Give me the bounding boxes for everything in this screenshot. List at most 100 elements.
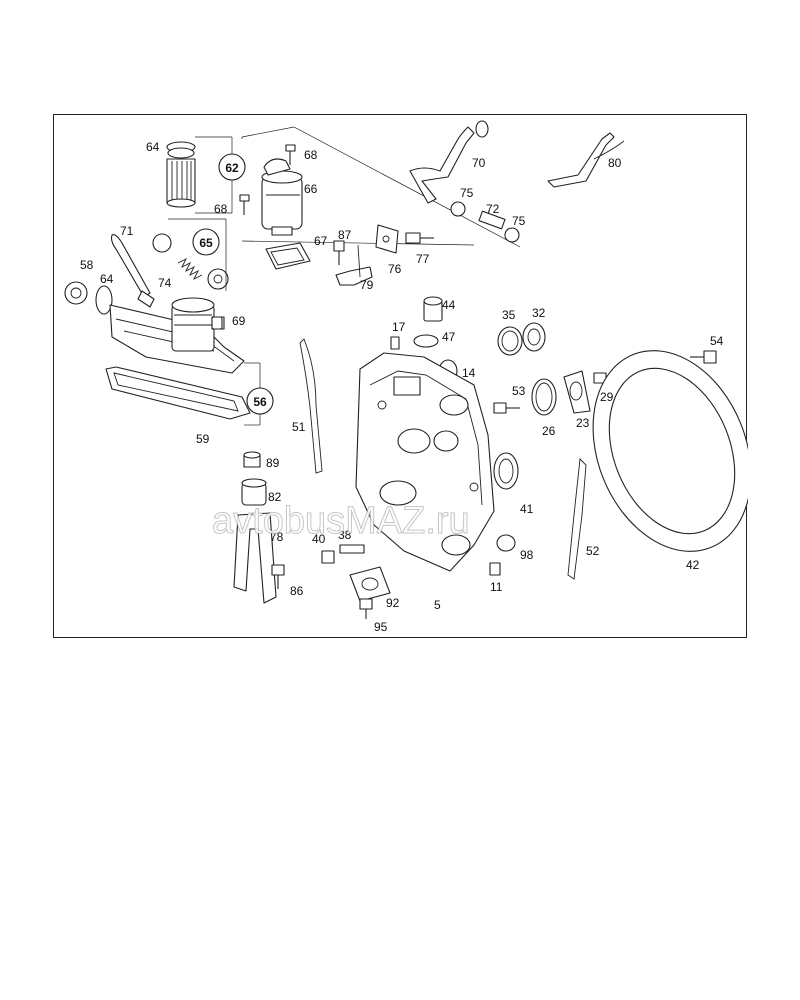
callout-72: 72 [486, 202, 500, 216]
callout-62: 62 [225, 161, 239, 175]
clamp-76-part [375, 224, 399, 254]
cap-98-part [496, 534, 516, 552]
nut-89-part [243, 451, 261, 468]
bolt-95-part [359, 598, 373, 619]
housing-59-part [109, 290, 245, 374]
hose-71-part [110, 234, 151, 298]
callout-32: 32 [532, 306, 546, 320]
seal-32-part [522, 322, 546, 352]
seal-47-part [413, 334, 439, 348]
gasket-67-part [265, 242, 311, 270]
callout-26: 26 [542, 424, 556, 438]
callout-75b: 75 [512, 214, 526, 228]
bracket-78-part [233, 512, 277, 604]
bolt-87-part [333, 240, 345, 265]
bolt-77-part [405, 232, 434, 244]
flywheel-housing-42-part [592, 350, 748, 552]
callout-64b: 64 [100, 272, 114, 286]
ring-26-part [531, 378, 557, 416]
bolt-68-left [239, 194, 250, 215]
callout-75a: 75 [460, 186, 474, 200]
bolt-68-top [285, 144, 296, 165]
spring-65-part [152, 233, 229, 290]
cover-23-part [563, 370, 591, 414]
housing-5-part [355, 352, 495, 572]
seal-41-part [493, 452, 519, 490]
stud-17-part [390, 336, 400, 350]
filter-housing-66-part [261, 158, 303, 236]
bracket-56-group [244, 362, 274, 426]
callout-44: 44 [442, 298, 456, 312]
seal-ring-64b [95, 285, 113, 315]
callout-95: 95 [374, 620, 388, 634]
callout-54: 54 [710, 334, 724, 348]
bolt-53-part [493, 402, 520, 414]
callout-69: 69 [232, 314, 246, 328]
callout-29: 29 [600, 390, 614, 404]
nut-40-part [321, 550, 335, 564]
union-75b-part [504, 227, 520, 243]
callout-58: 58 [80, 258, 94, 272]
callout-92: 92 [386, 596, 400, 610]
watermark-text: avtobusMAZ.ru [212, 500, 470, 542]
callout-67: 67 [314, 234, 328, 248]
filter-element-part [166, 141, 196, 208]
callout-23: 23 [576, 416, 590, 430]
callout-89: 89 [266, 456, 280, 470]
union-75a-part [450, 201, 466, 217]
bolt-86-part [271, 564, 285, 589]
gasket-59-part [105, 366, 251, 420]
bracket-80-part [547, 132, 625, 188]
callout-66: 66 [304, 182, 318, 196]
diagram-frame: 64 62 68 66 68 65 71 64 58 74 69 56 59 6… [53, 114, 748, 638]
callout-86: 86 [290, 584, 304, 598]
boundary-strip [241, 126, 521, 248]
callout-59: 59 [196, 432, 210, 446]
pipe-70-part [409, 120, 489, 204]
bracket-79-part [335, 244, 373, 286]
plug-58-part [64, 281, 88, 305]
callout-80: 80 [608, 156, 622, 170]
callout-47: 47 [442, 330, 456, 344]
stud-11-part [489, 562, 501, 576]
pipe-51-part [299, 338, 323, 474]
callout-41: 41 [520, 502, 534, 516]
callout-52: 52 [586, 544, 600, 558]
callout-53: 53 [512, 384, 526, 398]
callout-77: 77 [416, 252, 430, 266]
callout-79: 79 [360, 278, 374, 292]
callout-35: 35 [502, 308, 516, 322]
bracket-62-group [195, 136, 246, 214]
parts-diagram: 64 62 68 66 68 65 71 64 58 74 69 56 59 6… [64, 120, 748, 634]
stud-38-part [339, 544, 365, 554]
callout-68b: 68 [214, 202, 228, 216]
ring-35-part [497, 326, 523, 356]
callout-68a: 68 [304, 148, 318, 162]
callout-71: 71 [120, 224, 134, 238]
callout-74: 74 [158, 276, 172, 290]
callout-87: 87 [338, 228, 352, 242]
tube-72-part [478, 210, 506, 230]
flange-92-part [349, 566, 391, 602]
callout-76: 76 [388, 262, 402, 276]
callout-56: 56 [253, 395, 267, 409]
callout-5: 5 [434, 598, 441, 612]
bolt-69-part [211, 316, 223, 330]
callout-17: 17 [392, 320, 406, 334]
bolt-54-part [690, 350, 717, 364]
callout-42: 42 [686, 558, 700, 572]
callout-14: 14 [462, 366, 476, 380]
callout-70: 70 [472, 156, 486, 170]
callout-11: 11 [490, 580, 503, 594]
callout-38: 38 [338, 528, 352, 542]
gasket-52-part [567, 458, 587, 580]
callout-78: 78 [270, 530, 284, 544]
mount-82-part [241, 478, 267, 506]
callout-82: 82 [268, 490, 282, 504]
callout-51: 51 [292, 420, 306, 434]
callout-64a: 64 [146, 140, 160, 154]
bracket-65-group [168, 218, 227, 291]
callout-65: 65 [199, 236, 213, 250]
plug-44-part [423, 296, 443, 322]
callout-40: 40 [312, 532, 326, 546]
